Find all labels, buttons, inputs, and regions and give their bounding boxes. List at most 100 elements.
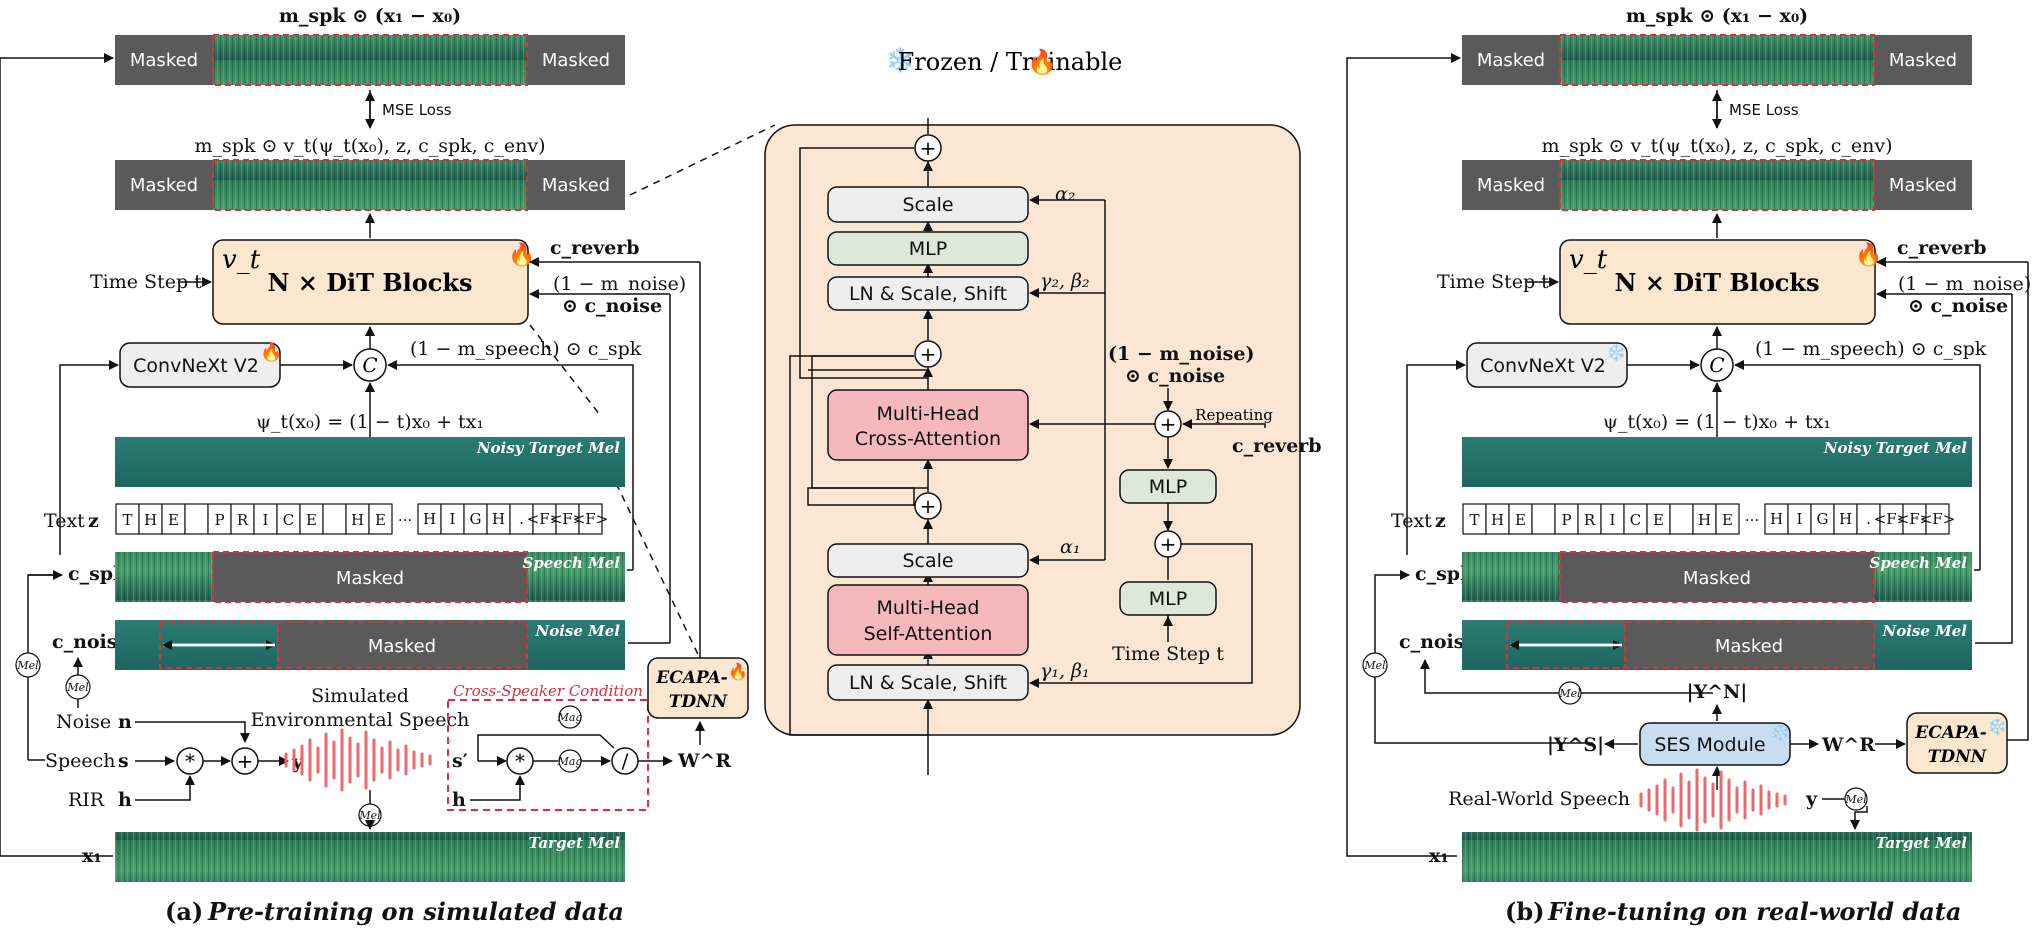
time-mlp-box [1119, 581, 1217, 616]
token-text: I [263, 511, 269, 529]
concat-node [1700, 348, 1734, 382]
y-label: y [1805, 788, 1818, 810]
time-step-label: Time Step t [90, 271, 202, 293]
token-text: . [1866, 510, 1871, 528]
token-text: I [450, 510, 456, 528]
gb2-label: γ₂, β₂ [1040, 270, 1090, 292]
center-noise-1: (1 − m_noise) [1108, 343, 1254, 365]
ecapa-tdnn-box [1906, 712, 2008, 774]
cross-attn-label-2: Cross-Attention [855, 428, 1001, 450]
psi-expr: ψ_t(x₀) = (1 − t)x₀ + tx₁ [256, 411, 484, 433]
top-target-expr: m_spk ⊙ (x₁ − x₀) [1626, 5, 1808, 27]
top-mask-right [527, 35, 625, 85]
mask-label: Masked [542, 175, 610, 196]
top-target-expr: m_spk ⊙ (x₁ − x₀) [279, 5, 461, 27]
c-spk-label: c_spk [68, 563, 127, 585]
snowflake-icon: ❄️ [1606, 343, 1626, 362]
snowflake-icon: ❄️ [885, 46, 915, 74]
pred-expr: m_spk ⊙ v_t(ψ_t(x₀), z, c_spk, c_env) [1542, 135, 1893, 157]
token-ellipsis: ··· [1745, 511, 1759, 529]
pred-expr: m_spk ⊙ v_t(ψ_t(x₀), z, c_spk, c_env) [195, 135, 546, 157]
token-text: H [1698, 511, 1711, 529]
token-text: . [519, 510, 524, 528]
caption-b-prefix: (b) [1505, 897, 1545, 926]
ln-box-2 [827, 276, 1029, 311]
token-text: P [1561, 511, 1571, 529]
noise-expr-2: ⊙ c_noise [1908, 295, 2008, 317]
token-cell [1715, 503, 1740, 535]
ln-label: LN & Scale, Shift [849, 283, 1007, 305]
mse-loss-label: MSE Loss [1729, 101, 1799, 119]
dit-vt: v_t [1569, 245, 1608, 275]
c-noise-label: c_noise [52, 631, 130, 653]
residual-add-node [914, 134, 942, 162]
target-mel-label: Target Mel [529, 834, 621, 852]
mask-label: Masked [368, 636, 436, 657]
noise-expr-1: (1 − m_noise) [553, 273, 686, 295]
noise-mel-label: Noise Mel [535, 622, 621, 640]
caption-a: Pre-training on simulated data [207, 897, 624, 926]
center-noise-2: ⊙ c_noise [1125, 365, 1225, 387]
concat-symbol: C [362, 353, 377, 377]
alpha1-label: α₁ [1060, 536, 1080, 558]
mlp-label: MLP [909, 238, 947, 260]
mlp-box [827, 231, 1029, 266]
text-label: Text [1391, 510, 1432, 532]
target-mel-label: Target Mel [1876, 834, 1968, 852]
dit-blocks-box [1559, 239, 1876, 325]
scale-box-1 [827, 543, 1029, 578]
mask-label: Masked [336, 568, 404, 589]
mel-op-icon [1844, 787, 1868, 811]
flame-icon: 🔥 [1027, 48, 1057, 76]
mask-label: Masked [1889, 50, 1957, 71]
speech-expr: (1 − m_speech) ⊙ c_spk [410, 338, 642, 360]
ecapa-label-2: TDNN [1928, 747, 1988, 767]
mel-op-icon [1558, 681, 1582, 705]
h-label: h [118, 789, 132, 811]
token-text: <F> [527, 510, 563, 528]
token-ellipsis: ··· [398, 511, 412, 529]
token-cell [578, 503, 603, 535]
mag-op-label: Mag [557, 711, 583, 724]
ecapa-label-1: ECAPA- [655, 668, 727, 688]
alpha2-label: α₂ [1055, 183, 1075, 205]
token-text: <F> [573, 510, 609, 528]
token-text: <F> [550, 510, 586, 528]
residual-add-node [914, 492, 942, 520]
token-text: T [1469, 511, 1479, 529]
w-r-label: W^R [677, 750, 731, 772]
center-c-reverb: c_reverb [1232, 435, 1322, 457]
scale-label: Scale [902, 194, 953, 216]
token-cell [184, 503, 209, 535]
mask-label: Masked [130, 175, 198, 196]
s-label: s [118, 750, 129, 772]
token-cell [1531, 503, 1556, 535]
self-attention-box [827, 584, 1029, 656]
text-label: Text [44, 510, 85, 532]
mask-label: Masked [130, 50, 198, 71]
real-world-label: Real-World Speech [1448, 788, 1630, 810]
svg-text:+: + [920, 136, 937, 160]
token-text: H [1770, 510, 1783, 528]
flame-icon: 🔥 [728, 662, 748, 681]
mel-op-label: Mel [66, 681, 89, 694]
svg-text:+: + [1160, 532, 1177, 556]
token-text: E [1722, 511, 1733, 529]
caption-b: Fine-tuning on real-world data [1547, 897, 1961, 926]
cross-speaker-box [447, 699, 649, 811]
rir-label: RIR [68, 789, 105, 811]
token-text: <F> [1874, 510, 1910, 528]
mask-label: Masked [1477, 50, 1545, 71]
waveform-icon [1639, 768, 1787, 832]
s-prime-label: s′ [452, 750, 468, 772]
gb1-label: γ₁, β₁ [1040, 660, 1090, 682]
speech-mel-label: Speech Mel [1869, 554, 1967, 572]
token-text: E [1653, 511, 1664, 529]
mask-label: Masked [1683, 568, 1751, 589]
mag-op-label: Mag [557, 755, 583, 768]
z-label: z [88, 510, 99, 532]
cross-attn-label-1: Multi-Head [877, 403, 980, 425]
c-spk-label: c_spk [1415, 563, 1474, 585]
